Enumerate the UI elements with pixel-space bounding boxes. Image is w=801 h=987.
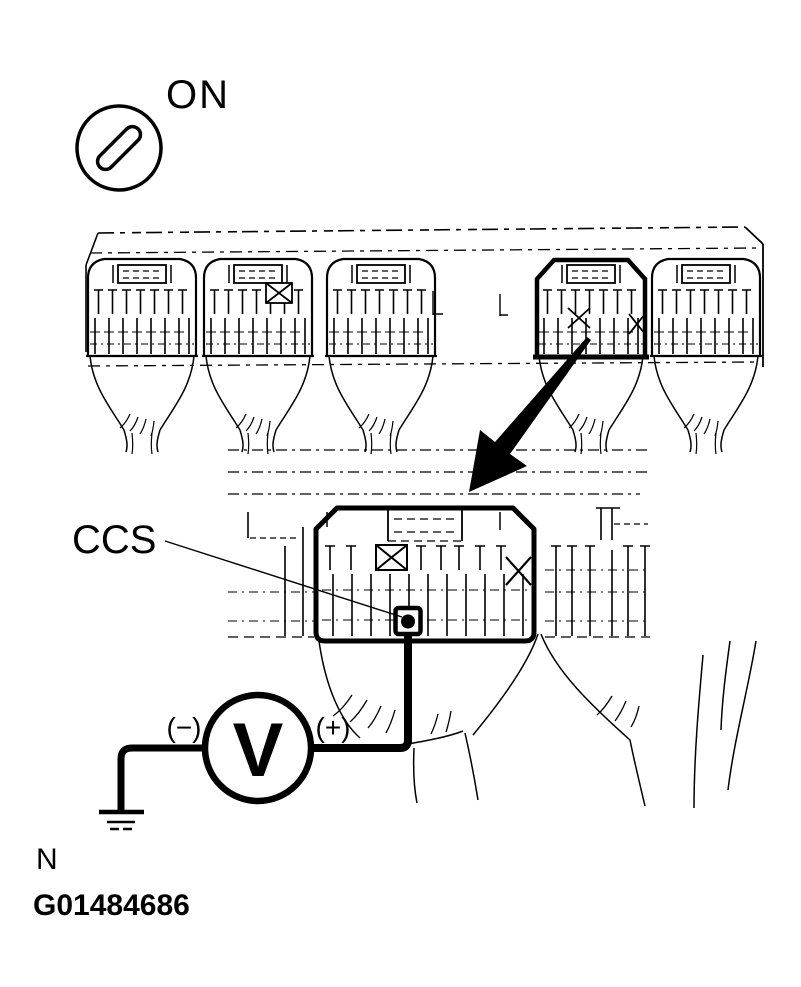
test-circuit [99, 634, 412, 831]
ignition-state-label: ON [166, 73, 230, 117]
x-marked-terminal [265, 282, 293, 304]
ecu-connector-5 [648, 257, 764, 455]
voltmeter-label: V [233, 708, 284, 793]
ecu-connector-3 [323, 257, 439, 455]
x-marked-terminal [567, 307, 646, 335]
voltmeter-icon [201, 691, 315, 805]
ignition-key-icon [75, 104, 163, 192]
positive-probe-wire [311, 634, 412, 752]
ecu-connector-1 [84, 257, 200, 455]
positive-probe-label: (+) [316, 712, 351, 743]
harness-wires [318, 633, 757, 809]
negative-probe-wire [117, 744, 205, 811]
ground-icon [99, 809, 144, 831]
ecu-body [85, 226, 764, 367]
ccs-label: CCS [72, 518, 156, 562]
ccs-leader-line [164, 540, 403, 618]
connector-detail-background [228, 449, 650, 638]
note-label: N [36, 843, 58, 876]
ecu-connector-2 [200, 257, 316, 455]
ecu-connector-4-highlighted [533, 257, 649, 455]
x-marked-terminal [505, 556, 532, 586]
zoom-arrow-icon [469, 337, 591, 492]
ccs-terminal-marker [393, 605, 423, 637]
connector-detail-view [313, 505, 537, 644]
highlighted-connector-outline [534, 257, 648, 357]
negative-probe-label: (−) [167, 712, 202, 743]
figure-id-label: G01484686 [33, 889, 190, 922]
detail-connector-outline [313, 505, 537, 644]
